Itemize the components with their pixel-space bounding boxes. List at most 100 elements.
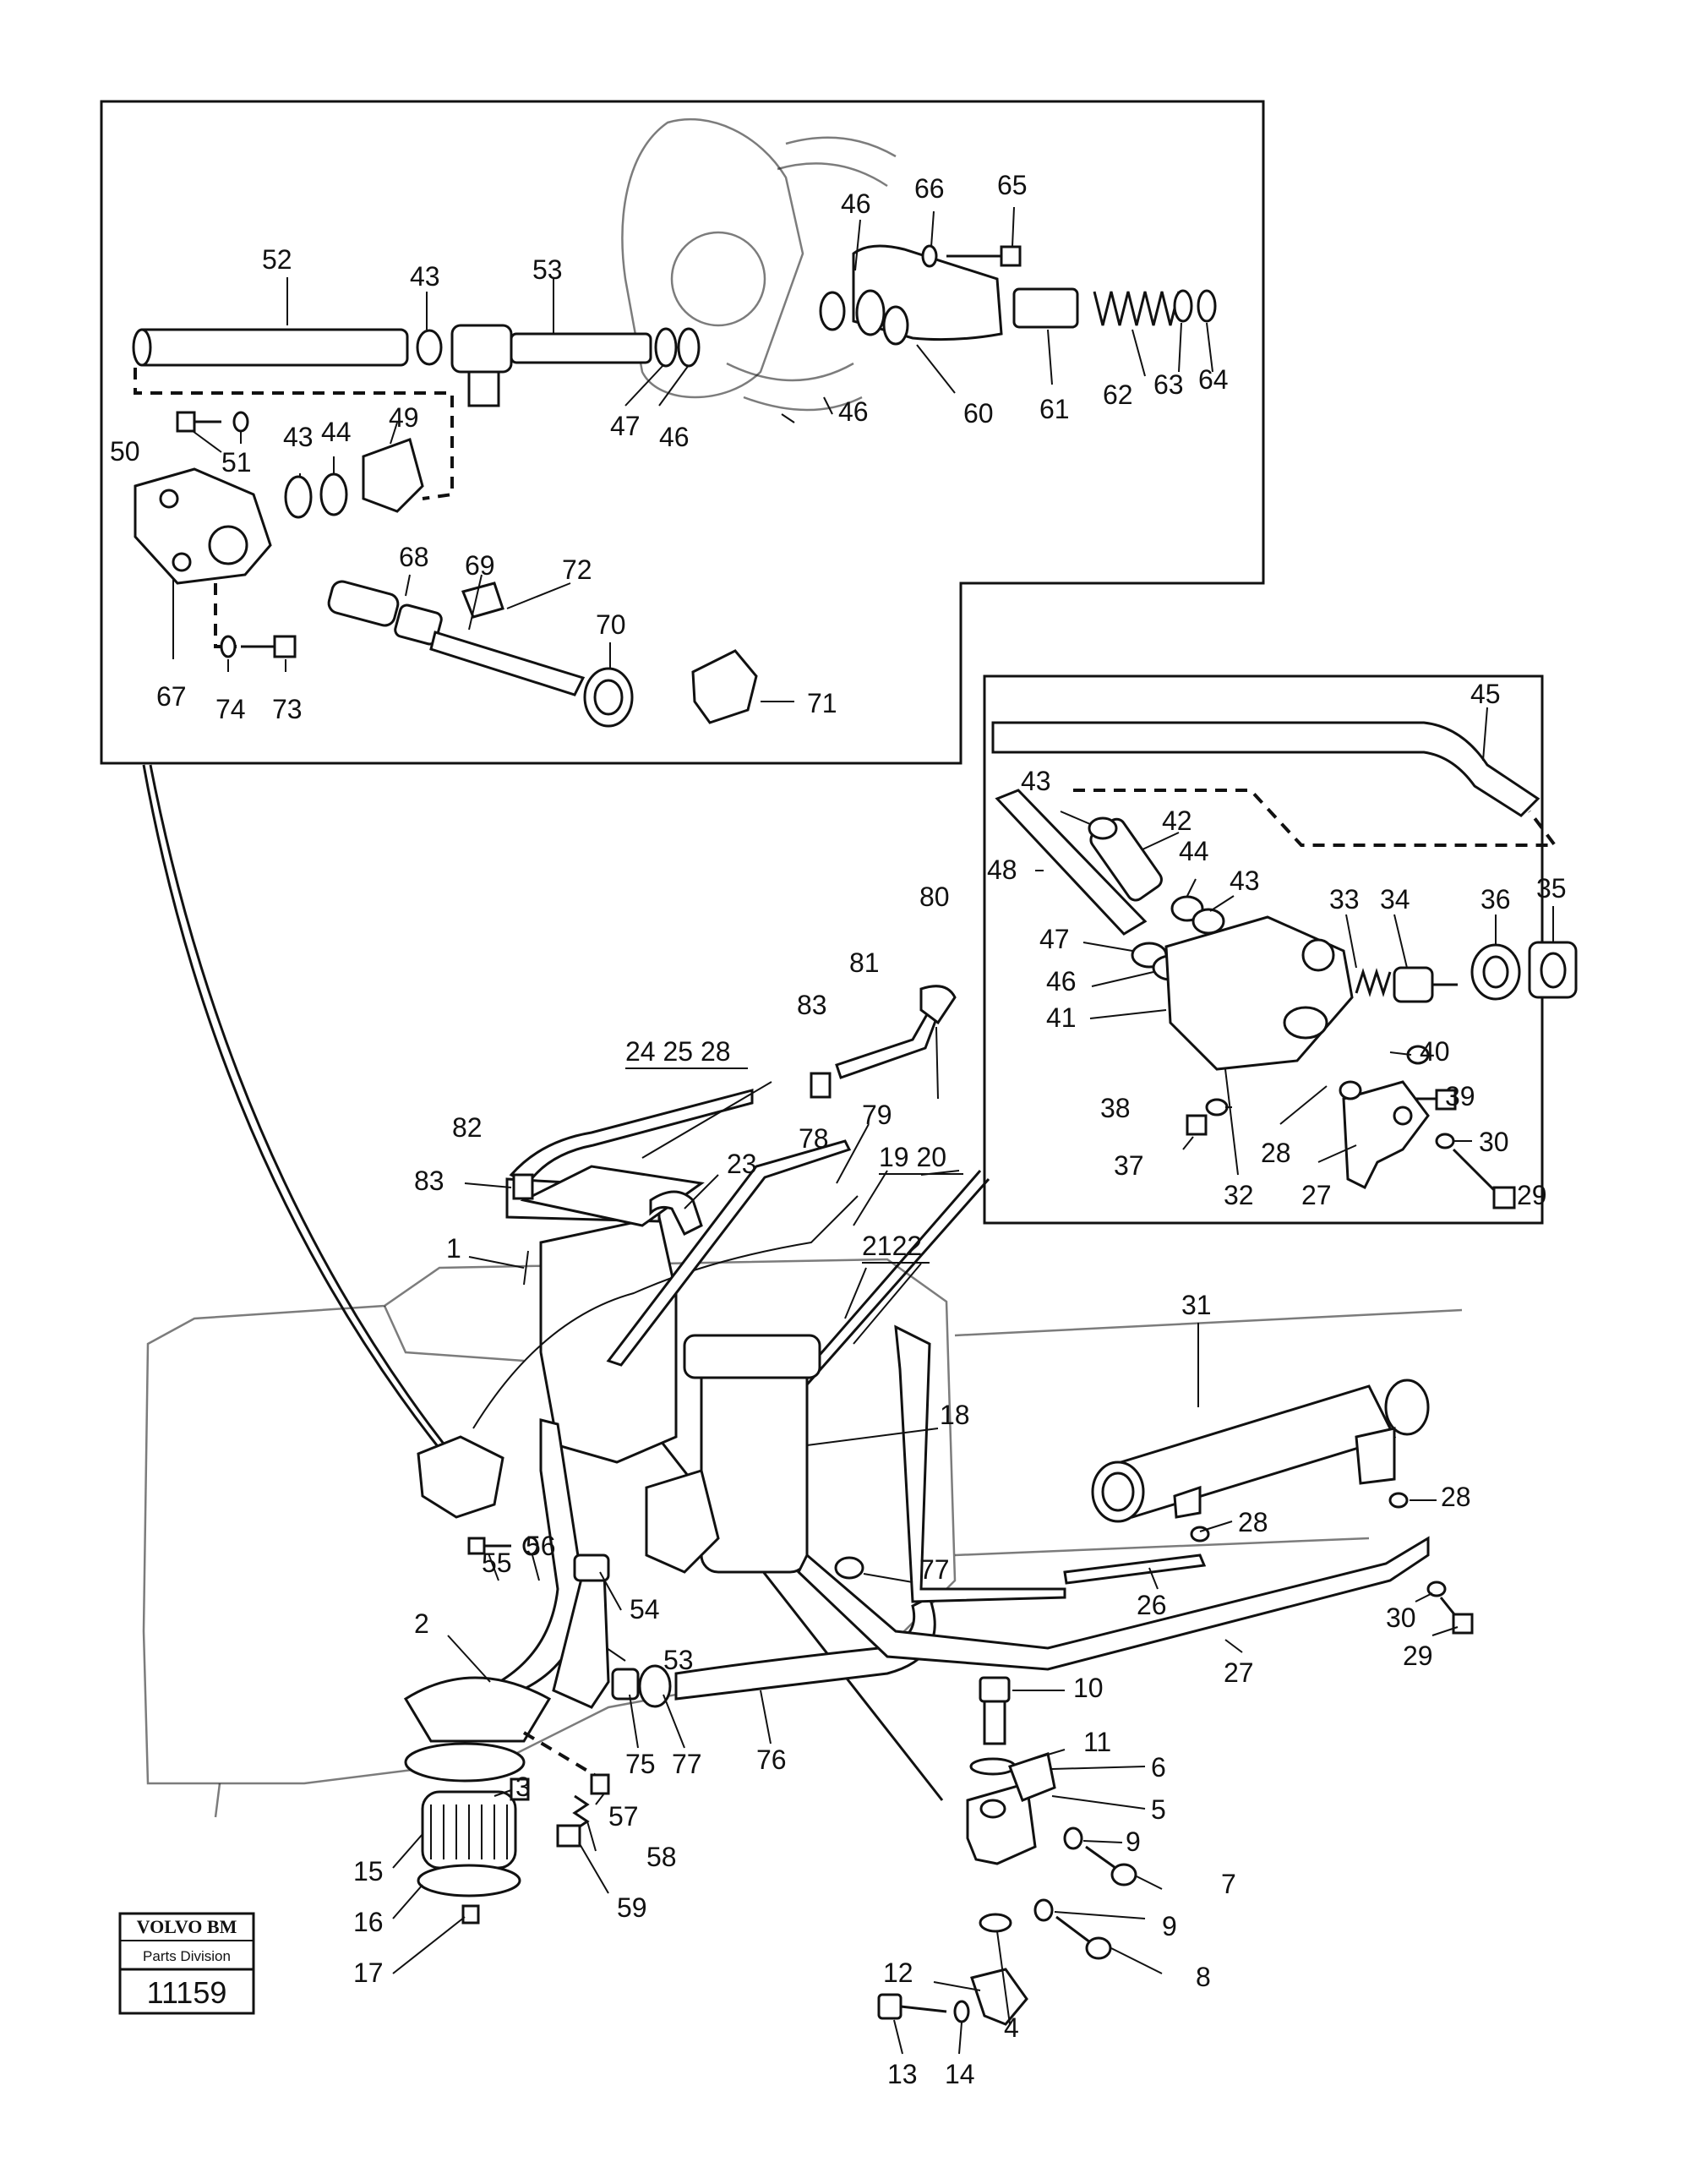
callout-61: 61: [1039, 394, 1070, 424]
oring-28-right: [1339, 1080, 1362, 1100]
callout-30: 30: [1479, 1127, 1509, 1157]
clamp-83-upper: [810, 1072, 832, 1099]
callout-6: 6: [1151, 1752, 1166, 1783]
callout-66: 66: [914, 173, 945, 204]
callout-4: 4: [1004, 2012, 1019, 2043]
bolt-29-right: [1452, 1148, 1516, 1209]
callout-73: 73: [272, 694, 303, 724]
screw-65: [946, 245, 1022, 267]
callout-62: 62: [1103, 379, 1133, 410]
screw-55: [467, 1537, 511, 1555]
callout-9: 9: [1126, 1826, 1141, 1857]
hose-81: [835, 1008, 940, 1079]
pipe-26: [1063, 1553, 1207, 1585]
sleeve-68: [327, 580, 443, 646]
filter-housing-18: [683, 1334, 821, 1574]
bolt-73: [241, 635, 297, 658]
callout-46: 46: [1046, 966, 1077, 996]
cap-80: [919, 985, 957, 1025]
callout-28: 28: [1441, 1482, 1471, 1512]
spring-58: [572, 1794, 590, 1832]
piston-61: [1012, 287, 1079, 329]
callout-42: 42: [1162, 805, 1192, 836]
callout-33: 33: [1329, 884, 1360, 915]
callout-39: 39: [1445, 1081, 1475, 1111]
shaft-69: [429, 631, 586, 696]
washer-30-right: [1435, 1133, 1455, 1149]
pipe-79: [606, 1139, 852, 1367]
hose-23: [649, 1190, 703, 1237]
callout-28: 28: [1238, 1507, 1268, 1537]
callout-70: 70: [596, 609, 626, 640]
dashed-guide-2: [214, 583, 237, 648]
callout-34: 34: [1380, 884, 1410, 915]
clamp-83-lower: [512, 1173, 534, 1200]
callout-53: 53: [532, 254, 563, 285]
ring-64: [1197, 289, 1217, 323]
bolt-10: [979, 1676, 1011, 1745]
callout-37: 37: [1114, 1150, 1144, 1181]
callout-35: 35: [1536, 873, 1567, 904]
callout-48: 48: [987, 854, 1017, 885]
callout-83: 83: [414, 1166, 444, 1196]
callout-65: 65: [997, 170, 1028, 200]
oring-46-upper: [677, 327, 701, 368]
cover-41: [1164, 915, 1354, 1071]
washer-38: [1205, 1098, 1229, 1117]
callout-2: 2: [414, 1608, 429, 1639]
callout-57: 57: [608, 1801, 639, 1832]
callout-72: 72: [562, 554, 592, 585]
callout-46: 46: [659, 422, 690, 452]
callout-74: 74: [215, 694, 246, 724]
shaft-52: [132, 328, 409, 367]
oring-43-right-a: [1088, 816, 1118, 840]
pointer-sweep-left: [142, 764, 462, 1476]
oring-4: [979, 1913, 1012, 1933]
callout-27: 27: [1224, 1657, 1254, 1688]
callout-54: 54: [630, 1594, 660, 1624]
valve-block: [645, 1469, 720, 1574]
callout-18: 18: [940, 1400, 970, 1430]
callout-81: 81: [849, 947, 880, 978]
badge-number: 11159: [147, 1975, 227, 2010]
plug-59: [556, 1824, 581, 1848]
washer-51: [232, 411, 249, 433]
callout-11: 11: [1083, 1727, 1111, 1757]
washer-9-upper: [1063, 1826, 1083, 1850]
callout-69: 69: [465, 550, 495, 581]
callout-58: 58: [646, 1842, 677, 1872]
callout-23: 23: [727, 1149, 757, 1179]
callout-44: 44: [1179, 836, 1209, 866]
callout-29: 29: [1403, 1641, 1433, 1671]
callout-71: 71: [807, 688, 837, 718]
washer-36: [1470, 943, 1521, 1001]
callout-32: 32: [1224, 1180, 1254, 1210]
callout-15: 15: [353, 1856, 384, 1886]
callout-68: 68: [399, 542, 429, 572]
pump-top-plate: [520, 1165, 705, 1227]
dashed-guide-3: [1073, 789, 1558, 847]
badge-brand: VOLVO BM: [137, 1916, 237, 1937]
cable-78: [472, 1195, 859, 1429]
badge-division: Parts Division: [143, 1948, 231, 1964]
pipe-45: [991, 721, 1540, 817]
callout-77: 77: [672, 1749, 702, 1779]
callout-82: 82: [452, 1112, 483, 1143]
callout-56: 56: [526, 1531, 556, 1561]
flange-bracket-left: [417, 1435, 504, 1519]
callout-27: 27: [1301, 1180, 1332, 1210]
callout-49: 49: [389, 402, 419, 433]
plunger-34: [1393, 966, 1458, 1003]
washer-30-lower: [1426, 1581, 1447, 1597]
callout-64: 64: [1198, 364, 1229, 395]
callout-79: 79: [862, 1100, 892, 1130]
plug-37: [1186, 1114, 1208, 1136]
callout-31: 31: [1181, 1290, 1212, 1320]
plug-35: [1528, 941, 1578, 999]
tee-53: [450, 324, 652, 407]
clip-72: [461, 581, 504, 619]
callout-24-25-28: 24 25 28: [625, 1036, 731, 1067]
callout-16: 16: [353, 1907, 384, 1937]
pump-housing-drawing: [621, 118, 897, 412]
